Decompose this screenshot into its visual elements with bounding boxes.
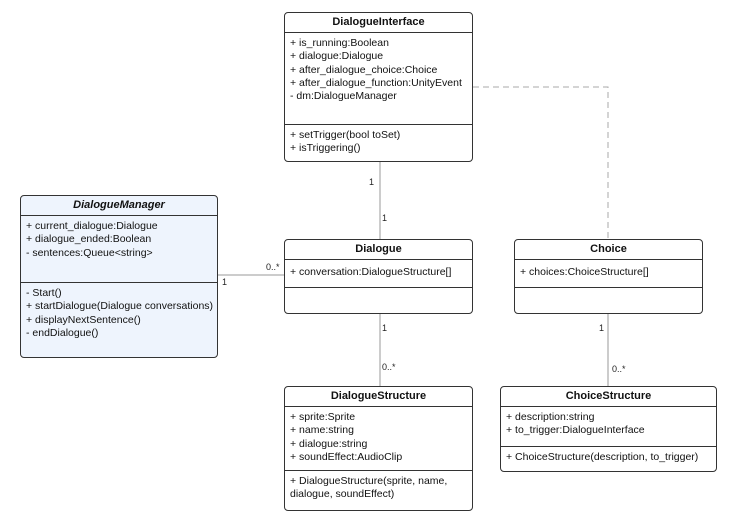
class-dialogue-structure[interactable]: DialogueStructure + sprite:Sprite + name…: [284, 386, 473, 511]
attribute: + dialogue:string: [290, 437, 368, 450]
attribute: + name:string: [290, 424, 354, 437]
class-choice[interactable]: Choice + choices:ChoiceStructure[]: [514, 239, 703, 314]
class-name: DialogueStructure: [285, 387, 472, 407]
method-section: + setTrigger(bool toSet) + isTriggering(…: [285, 125, 472, 156]
class-name: Dialogue: [285, 240, 472, 260]
class-name: DialogueInterface: [285, 13, 472, 33]
multiplicity-label: 1: [222, 277, 228, 287]
multiplicity-label: 0..*: [612, 364, 626, 374]
attribute-section: + is_running:Boolean + dialogue:Dialogue…: [285, 33, 472, 125]
attribute: + is_running:Boolean: [290, 37, 389, 49]
multiplicity-label: 1: [599, 323, 605, 333]
attribute-section: + current_dialogue:Dialogue + dialogue_e…: [21, 216, 217, 283]
attribute: + after_dialogue_function:UnityEvent: [290, 76, 462, 89]
attribute: + dialogue:Dialogue: [290, 50, 384, 63]
class-choice-structure[interactable]: ChoiceStructure + description:string + t…: [500, 386, 717, 472]
class-name: DialogueManager: [21, 196, 217, 216]
method: + displayNextSentence(): [26, 313, 141, 326]
iface-choice-dependency: [473, 86, 609, 239]
multiplicity-label: 1: [382, 213, 388, 223]
method-section: + ChoiceStructure(description, to_trigge…: [501, 447, 716, 464]
multiplicity-label: 1: [382, 323, 388, 333]
attribute: - sentences:Queue<string>: [26, 246, 153, 259]
attribute: + after_dialogue_choice:Choice: [290, 63, 438, 76]
attribute: + description:string: [506, 411, 595, 423]
method: + DialogueStructure(sprite, name, dialog…: [290, 475, 448, 501]
class-name: Choice: [515, 240, 702, 260]
attribute: + current_dialogue:Dialogue: [26, 220, 158, 232]
method: + setTrigger(bool toSet): [290, 129, 401, 141]
attribute: + sprite:Sprite: [290, 411, 356, 423]
class-dialogue-manager[interactable]: DialogueManager + current_dialogue:Dialo…: [20, 195, 218, 358]
method: + startDialogue(Dialogue conversations): [26, 300, 214, 313]
attribute-section: + description:string + to_trigger:Dialog…: [501, 407, 716, 447]
multiplicity-label: 1: [369, 177, 375, 187]
attribute-section: + conversation:DialogueStructure[]: [285, 260, 472, 288]
attribute: + soundEffect:AudioClip: [290, 450, 403, 463]
method: - endDialogue(): [26, 326, 99, 339]
attribute-section: + choices:ChoiceStructure[]: [515, 260, 702, 288]
attribute: + conversation:DialogueStructure[]: [290, 266, 452, 278]
method-section: [515, 288, 702, 292]
method: - Start(): [26, 287, 62, 299]
attribute: - dm:DialogueManager: [290, 90, 397, 103]
class-name: ChoiceStructure: [501, 387, 716, 407]
class-dialogue-interface[interactable]: DialogueInterface + is_running:Boolean +…: [284, 12, 473, 162]
attribute: + to_trigger:DialogueInterface: [506, 424, 645, 437]
multiplicity-label: 0..*: [382, 362, 396, 372]
attribute: + choices:ChoiceStructure[]: [520, 266, 649, 278]
method: + ChoiceStructure(description, to_trigge…: [506, 451, 699, 463]
method-section: [285, 288, 472, 292]
method-section: - Start() + startDialogue(Dialogue conve…: [21, 283, 217, 340]
attribute: + dialogue_ended:Boolean: [26, 233, 152, 246]
class-dialogue[interactable]: Dialogue + conversation:DialogueStructur…: [284, 239, 473, 314]
attribute-section: + sprite:Sprite + name:string + dialogue…: [285, 407, 472, 471]
method-section: + DialogueStructure(sprite, name, dialog…: [285, 471, 472, 502]
multiplicity-label: 0..*: [266, 262, 280, 272]
method: + isTriggering(): [290, 142, 361, 155]
